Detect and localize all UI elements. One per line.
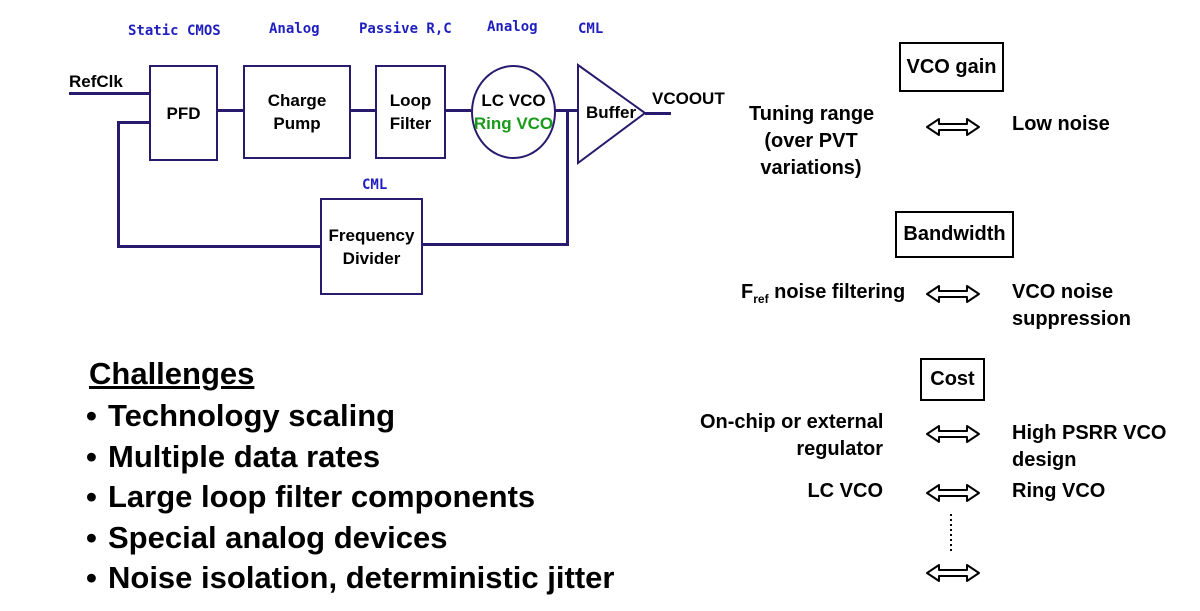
wire-feedback-bottom-left bbox=[117, 245, 320, 248]
challenge-text: Large loop filter components bbox=[108, 479, 536, 514]
wire-vco-buffer bbox=[555, 109, 580, 112]
wire-buffer-out bbox=[645, 112, 671, 115]
challenge-item: • Special analog devices bbox=[86, 518, 614, 559]
buffer-label: Buffer bbox=[586, 103, 637, 122]
challenges-title: Challenges bbox=[89, 356, 255, 391]
loop-filter-label-1: Loop bbox=[389, 91, 432, 110]
tech-label-buffer: CML bbox=[578, 21, 604, 37]
challenge-item: • Technology scaling bbox=[86, 396, 614, 437]
loop-filter-block: Loop Filter bbox=[375, 65, 446, 159]
challenge-text: Multiple data rates bbox=[108, 438, 381, 474]
bullet: • bbox=[86, 519, 97, 555]
low-noise-label: Low noise bbox=[1012, 113, 1110, 135]
double-arrow-icon bbox=[926, 564, 980, 582]
charge-pump-label-1: Charge bbox=[267, 91, 327, 110]
charge-pump-block: Charge Pump bbox=[243, 65, 351, 159]
bullet: • bbox=[86, 479, 97, 514]
bullet: • bbox=[86, 398, 97, 433]
vco-noise-line-1: VCO noise bbox=[1012, 281, 1114, 303]
tuning-range-line-2: (over PVT bbox=[764, 130, 858, 152]
wire-refclk-input bbox=[69, 92, 149, 95]
tech-label-divider: CML bbox=[362, 177, 388, 193]
fref-f: F bbox=[741, 281, 754, 303]
wire-feedback-left bbox=[117, 121, 120, 248]
challenge-text: Noise isolation, deterministic jitter bbox=[108, 560, 615, 595]
tuning-range-label: Tuning range (over PVT variations) bbox=[749, 101, 875, 182]
vco-gain-header-text: VCO gain bbox=[906, 55, 997, 78]
high-psrr-line-1: High PSRR VCO bbox=[1012, 422, 1167, 444]
regulator-line-2: regulator bbox=[796, 438, 883, 460]
vertical-dots-icon bbox=[950, 514, 952, 552]
challenge-text: Technology scaling bbox=[108, 398, 396, 433]
lc-vco-label: LC VCO bbox=[481, 91, 546, 110]
wire-feedback-right bbox=[566, 110, 569, 246]
double-arrow-icon bbox=[926, 285, 980, 303]
regulator-line-1: On-chip or external bbox=[700, 411, 884, 433]
divider-label-2: Divider bbox=[342, 248, 401, 268]
tech-label-pfd: Static CMOS bbox=[128, 23, 221, 39]
vco-noise-suppression-label: VCO noise suppression bbox=[1012, 279, 1131, 333]
bullet: • bbox=[86, 438, 97, 474]
charge-pump-label-2: Pump bbox=[273, 114, 321, 133]
double-arrow-icon bbox=[926, 425, 980, 443]
frequency-divider-block: Frequency Divider bbox=[320, 198, 423, 295]
challenge-text: Special analog devices bbox=[108, 519, 448, 555]
wire-feedback-bottom-right bbox=[421, 243, 569, 246]
ring-vco-cost-label: Ring VCO bbox=[1012, 480, 1106, 502]
challenge-item: • Large loop filter components bbox=[86, 477, 614, 518]
cost-header-text: Cost bbox=[930, 368, 975, 390]
cost-header: Cost bbox=[920, 358, 985, 401]
ring-vco-label: Ring VCO bbox=[473, 114, 554, 133]
divider-label-1: Frequency bbox=[328, 225, 415, 245]
bullet: • bbox=[86, 560, 97, 595]
loop-filter-label-2: Filter bbox=[389, 114, 432, 133]
bandwidth-header: Bandwidth bbox=[895, 211, 1014, 258]
regulator-label: On-chip or external regulator bbox=[700, 409, 883, 463]
bandwidth-header-text: Bandwidth bbox=[903, 223, 1006, 245]
pfd-block: PFD bbox=[149, 65, 218, 161]
double-arrow-icon bbox=[926, 118, 980, 136]
fref-subscript: ref bbox=[753, 292, 769, 306]
fref-noise-filtering-label: Fref noise filtering bbox=[741, 279, 905, 313]
refclk-label: RefClk bbox=[69, 72, 123, 91]
challenge-item: • Multiple data rates bbox=[86, 437, 614, 478]
high-psrr-line-2: design bbox=[1012, 449, 1077, 471]
tech-label-charge-pump: Analog bbox=[269, 21, 320, 37]
vco-gain-header: VCO gain bbox=[899, 42, 1004, 92]
lc-vco-cost-label: LC VCO bbox=[807, 480, 883, 502]
vco-block: LC VCO Ring VCO bbox=[471, 65, 556, 159]
wire-cp-lf bbox=[350, 109, 376, 112]
high-psrr-vco-label: High PSRR VCO design bbox=[1012, 420, 1166, 474]
vcoout-label: VCOOUT bbox=[652, 89, 725, 108]
wire-lf-vco bbox=[445, 109, 471, 112]
tech-label-vco: Analog bbox=[487, 19, 538, 35]
pfd-label: PFD bbox=[166, 103, 201, 123]
tech-label-loop-filter: Passive R,C bbox=[359, 21, 452, 37]
double-arrow-icon bbox=[926, 484, 980, 502]
tuning-range-line-1: Tuning range bbox=[749, 103, 875, 125]
wire-pfd-cp bbox=[216, 109, 244, 112]
tuning-range-line-3: variations) bbox=[760, 157, 862, 179]
fref-rest: noise filtering bbox=[768, 281, 906, 303]
buffer-triangle bbox=[577, 63, 647, 165]
challenge-item: • Noise isolation, deterministic jitter bbox=[86, 558, 614, 599]
challenges-list: • Technology scaling • Multiple data rates… bbox=[86, 396, 614, 599]
wire-feedback-in bbox=[117, 121, 149, 124]
vco-noise-line-2: suppression bbox=[1012, 308, 1131, 330]
